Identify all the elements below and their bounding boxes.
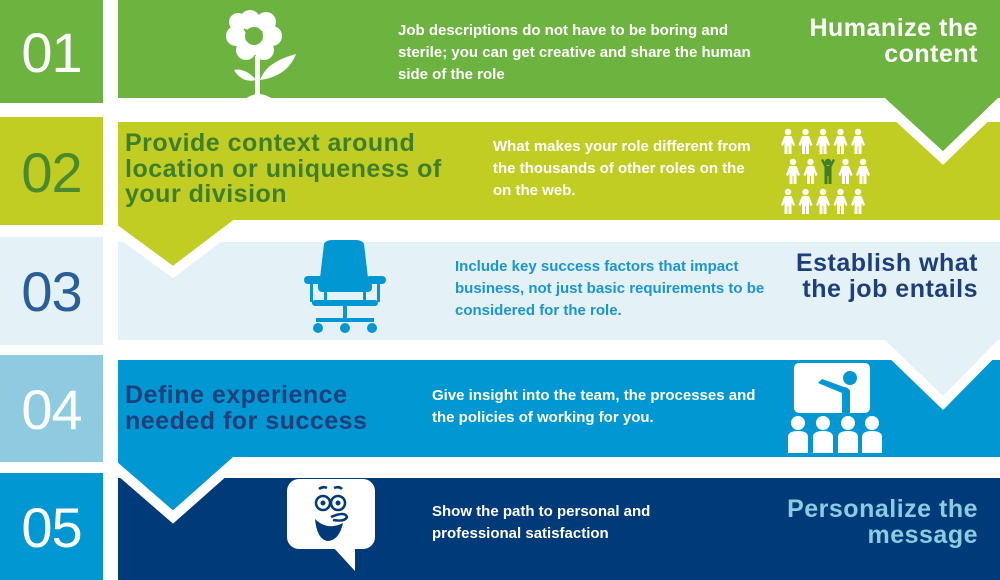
step-title-3: Establish what the job entails [795,249,978,303]
number-box-3 [0,237,103,345]
presentation-icon [788,363,882,453]
step-number-2: 02 [21,141,82,204]
crowd-icon [781,128,870,214]
step-body-3: Include key success factors that impact … [455,258,765,319]
step-number-3: 03 [21,260,82,323]
person-icon [838,158,853,184]
person-icon [781,128,795,154]
step-body-4: Give insight into the team, the processe… [432,387,756,426]
step-number-5: 05 [21,496,82,559]
person-icon [798,188,813,214]
step-number-4: 04 [21,378,82,441]
person-icon [833,128,848,154]
step-body-1: Job descriptions do not have to be borin… [398,22,751,83]
step-title-5: Personalize the message [787,495,978,549]
number-box-1 [0,0,103,103]
panel-1 [108,0,1000,165]
person-icon [798,128,813,154]
number-box-5 [0,473,103,580]
highlighted-person-icon [821,158,835,184]
step-body-2: What makes your role different from the … [493,138,751,199]
person-icon [781,188,795,214]
person-icon [786,158,800,184]
flower-icon [226,10,296,100]
step-body-5: Show the path to personal and profession… [432,503,651,542]
speech-bubble-face-icon [287,479,375,571]
step-title-4: Define experience needed for success [125,381,368,435]
person-icon [816,128,830,154]
person-icon [851,128,865,154]
step-title-1: Humanize the content [809,14,978,68]
person-icon [851,188,865,214]
number-box-4 [0,355,103,462]
step-number-1: 01 [21,21,82,84]
person-icon [833,188,848,214]
number-box-2 [0,117,103,225]
step-title-2: Provide context around location or uniqu… [125,129,442,208]
person-icon [816,188,830,214]
person-icon [803,158,818,184]
person-icon [856,158,870,184]
office-chair-icon [304,240,386,333]
